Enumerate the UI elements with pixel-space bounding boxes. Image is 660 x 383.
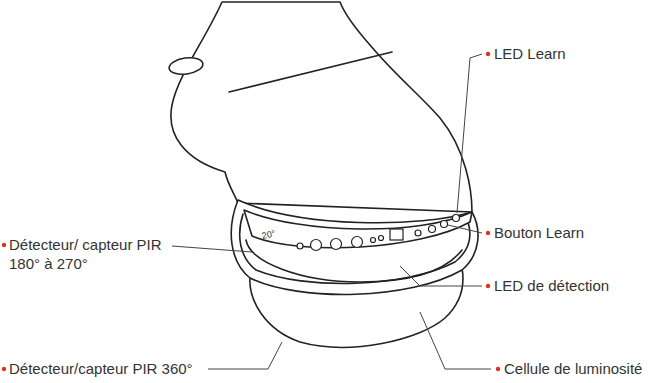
- panel-knob: [311, 240, 322, 251]
- collar-ring: [231, 200, 478, 294]
- body-slot: [168, 56, 204, 77]
- part-label: Détecteur/ capteur PIR 180° à 270°: [9, 236, 171, 274]
- learn-led: [453, 215, 460, 222]
- part-label-box: LED de détection: [494, 277, 609, 296]
- part-label-box: LED Learn: [494, 45, 566, 64]
- panel-knob: [352, 237, 363, 248]
- learn-button: [429, 226, 436, 233]
- panel-knob: [331, 239, 342, 250]
- part-label: Détecteur/capteur PIR 360°: [9, 360, 193, 379]
- part-label: LED de détection: [494, 277, 609, 296]
- part-label: Bouton Learn: [494, 224, 584, 243]
- body-seam: [229, 52, 392, 92]
- part-label-box: Détecteur/capteur PIR 360°: [9, 360, 193, 379]
- panel-dot: [297, 243, 303, 249]
- detection-led: [415, 230, 421, 236]
- part-label-box: Détecteur/ capteur PIR 180° à 270°: [9, 236, 171, 274]
- panel-dot: [379, 236, 384, 241]
- part-label-box: Bouton Learn: [494, 224, 584, 243]
- part-label: Cellule de luminosité: [504, 360, 642, 379]
- sensor-body: [171, 2, 472, 212]
- leader-line: [172, 246, 252, 252]
- part-label: LED Learn: [494, 45, 566, 64]
- bullet: [486, 231, 490, 235]
- luminosity-cell: [390, 229, 403, 240]
- leader-line: [420, 312, 491, 369]
- bullet: [2, 367, 6, 371]
- bullet: [2, 243, 6, 247]
- control-panel: [244, 210, 472, 248]
- bullet: [486, 284, 490, 288]
- learn-button: [441, 221, 448, 228]
- leader-line: [208, 342, 282, 369]
- part-label-box: Cellule de luminosité: [504, 360, 642, 379]
- leader-line: [400, 266, 482, 286]
- leader-line: [457, 54, 482, 213]
- leader-line: [448, 225, 482, 233]
- bullet: [486, 52, 490, 56]
- panel-dot: [371, 238, 376, 243]
- bullet: [496, 367, 500, 371]
